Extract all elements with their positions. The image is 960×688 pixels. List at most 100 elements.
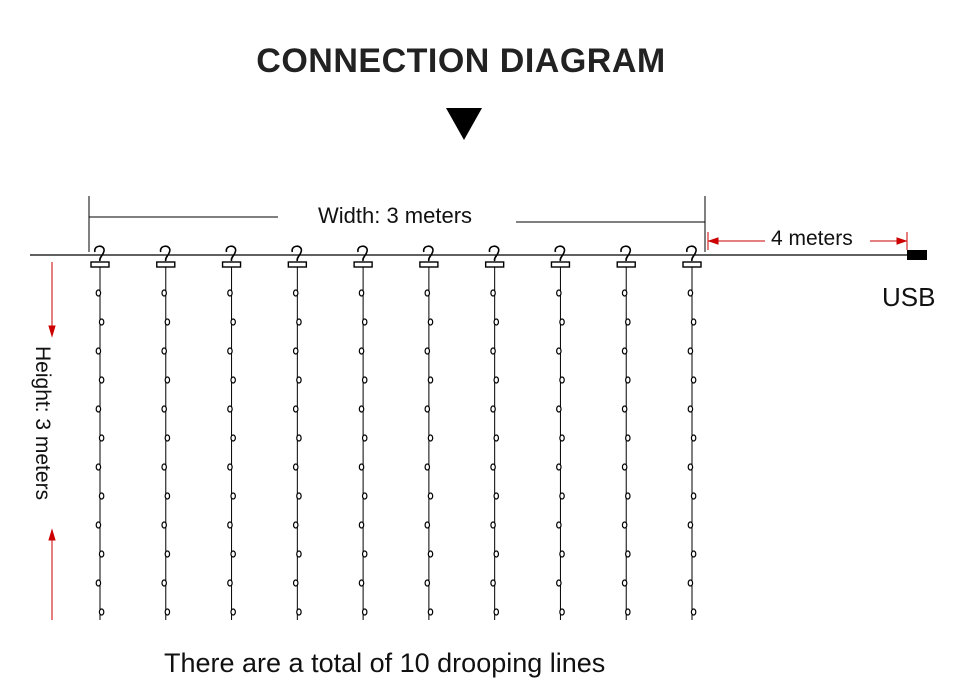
bulb bbox=[625, 608, 631, 616]
clip-icon bbox=[156, 261, 176, 268]
bulb bbox=[161, 405, 167, 413]
bulb bbox=[95, 579, 102, 587]
bulb bbox=[230, 550, 236, 558]
clip-icon bbox=[550, 261, 571, 268]
bulb bbox=[227, 289, 233, 297]
bulb bbox=[490, 521, 496, 529]
bulb bbox=[424, 405, 431, 413]
bulb bbox=[493, 376, 500, 384]
drooping-line bbox=[287, 245, 308, 620]
bulb bbox=[559, 318, 565, 326]
bulb bbox=[161, 521, 167, 529]
bulb bbox=[292, 347, 299, 355]
bulb bbox=[621, 521, 628, 529]
bulb bbox=[292, 579, 299, 587]
bulb bbox=[621, 347, 628, 355]
bulb bbox=[230, 318, 236, 326]
bulb bbox=[227, 579, 233, 587]
bulb bbox=[690, 608, 697, 616]
drooping-line bbox=[484, 245, 505, 620]
hook-icon bbox=[291, 245, 303, 262]
height-dimension bbox=[48, 262, 56, 620]
bulb bbox=[687, 347, 694, 355]
bulb bbox=[98, 376, 105, 384]
bulb bbox=[621, 405, 628, 413]
bulb bbox=[296, 550, 302, 558]
bulb bbox=[493, 318, 500, 326]
bulb bbox=[427, 318, 434, 326]
bulb bbox=[227, 347, 233, 355]
bulb bbox=[164, 550, 171, 558]
drooping-lines bbox=[90, 245, 702, 620]
bulb bbox=[227, 463, 233, 471]
bulb bbox=[164, 492, 171, 500]
bulb bbox=[230, 434, 236, 442]
bulb bbox=[161, 289, 167, 297]
bulb bbox=[230, 376, 236, 384]
bulb bbox=[358, 289, 365, 297]
footer-caption: There are a total of 10 drooping lines bbox=[164, 648, 606, 678]
clip-icon bbox=[287, 261, 308, 268]
bulb bbox=[95, 405, 102, 413]
bulb bbox=[164, 434, 171, 442]
usb-label: USB bbox=[882, 282, 936, 312]
bulb bbox=[490, 289, 496, 297]
clip-icon bbox=[419, 261, 439, 268]
bulb bbox=[227, 405, 233, 413]
drooping-line bbox=[156, 245, 176, 620]
bulb bbox=[424, 289, 431, 297]
bulb bbox=[358, 405, 365, 413]
bulb bbox=[292, 289, 299, 297]
bulb bbox=[687, 579, 694, 587]
lead-length-label: 4 meters bbox=[771, 227, 853, 250]
bulb bbox=[690, 376, 697, 384]
diagram-title: CONNECTION DIAGRAM bbox=[256, 42, 666, 80]
bulb bbox=[427, 550, 434, 558]
bulb bbox=[493, 608, 500, 616]
bulb bbox=[490, 463, 496, 471]
bulb bbox=[98, 434, 105, 442]
bulb bbox=[424, 521, 431, 529]
clip-icon bbox=[90, 261, 110, 268]
usb-plug bbox=[907, 250, 927, 260]
bulb bbox=[95, 347, 102, 355]
bulb bbox=[490, 579, 496, 587]
bulb bbox=[296, 608, 302, 616]
bulb bbox=[621, 463, 628, 471]
bulb bbox=[556, 521, 562, 529]
width-dimension bbox=[88, 196, 706, 252]
bulb bbox=[358, 463, 365, 471]
bulb bbox=[493, 492, 500, 500]
bulb bbox=[625, 550, 631, 558]
hook-icon bbox=[488, 245, 500, 262]
bulb bbox=[687, 463, 694, 471]
bulb bbox=[98, 492, 105, 500]
hook-icon bbox=[357, 245, 368, 262]
bulb bbox=[161, 579, 167, 587]
hook-icon bbox=[620, 245, 632, 262]
bulb bbox=[98, 608, 105, 616]
bulb bbox=[230, 492, 236, 500]
drooping-line bbox=[353, 245, 373, 620]
down-arrow-icon bbox=[446, 108, 482, 140]
hook-icon bbox=[554, 245, 566, 262]
bulb bbox=[361, 550, 368, 558]
drooping-line bbox=[221, 245, 242, 620]
bulb bbox=[690, 492, 697, 500]
bulb bbox=[687, 405, 694, 413]
bulb bbox=[361, 376, 368, 384]
bulb bbox=[493, 550, 500, 558]
bulb bbox=[625, 492, 631, 500]
bulb bbox=[98, 550, 105, 558]
bulb bbox=[556, 579, 562, 587]
bulb bbox=[556, 405, 562, 413]
height-label: Height: 3 meters bbox=[31, 346, 54, 501]
bulb bbox=[427, 492, 434, 500]
bulb bbox=[556, 347, 562, 355]
bulb bbox=[559, 492, 565, 500]
bulb bbox=[559, 550, 565, 558]
bulb bbox=[621, 289, 628, 297]
hook-icon bbox=[159, 245, 171, 262]
bulb bbox=[361, 318, 368, 326]
bulb bbox=[559, 608, 565, 616]
